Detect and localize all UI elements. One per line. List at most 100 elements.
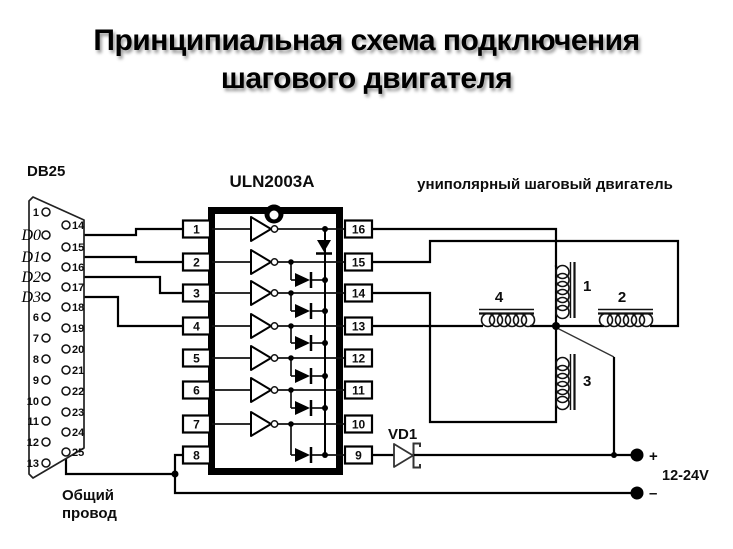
chip-pin-12: 12 (352, 352, 366, 366)
db25-pin22-circle (61, 386, 71, 396)
rail-dot (322, 405, 328, 411)
chip-pin-7: 7 (193, 418, 200, 432)
db25-pin25-circle (61, 447, 71, 457)
chip-label: ULN2003A (229, 172, 314, 191)
slide-title: Принципиальная схема подключения шаговог… (0, 22, 733, 98)
db25-pin-number: 8 (33, 354, 39, 366)
chip-pin-13: 13 (352, 320, 366, 334)
db25-pin-number: 17 (72, 282, 84, 294)
coil-1-label: 1 (583, 278, 591, 295)
db25-pin3-circle (41, 252, 51, 262)
wire-center-tap-diagonal (556, 327, 615, 358)
wire-d1 (50, 255, 183, 264)
chip-input-lines (212, 228, 251, 425)
chip-pin-4: 4 (193, 320, 200, 334)
diode-ch1 (317, 240, 331, 252)
data-line-label-d3: D3 (20, 289, 41, 306)
db25-pin4-circle (41, 272, 51, 282)
title-line-2: шагового двигателя (220, 62, 513, 95)
output-wires (372, 227, 680, 455)
stepper-motor: униполярный шаговый двигатель 4 2 (417, 176, 673, 411)
db25-pin5-circle (41, 292, 51, 302)
db25-pin-number: 10 (27, 396, 39, 408)
db25-pin-number: 23 (72, 407, 84, 419)
chip-pin-1: 1 (193, 223, 200, 237)
title-line-1: Принципиальная схема подключения (93, 24, 640, 57)
db25-pin18-circle (61, 302, 71, 312)
motor-coil-1: 1 (554, 262, 591, 326)
motor-label: униполярный шаговый двигатель (417, 176, 673, 193)
ground-label-line2: провод (62, 505, 117, 522)
motor-coil-2: 2 (598, 289, 654, 328)
chip-right-pin-boxes: 16 15 14 13 12 11 10 9 (343, 219, 374, 465)
vd1-diode (393, 442, 421, 469)
rail-dot (322, 452, 328, 458)
wire-out16-coil1 (372, 227, 558, 267)
db25-pin-number: 7 (33, 333, 39, 345)
plus-sign: + (649, 448, 658, 465)
rail-dot (322, 226, 328, 232)
chip-pin-11: 11 (352, 384, 365, 398)
vd1-label: VD1 (388, 426, 417, 443)
data-line-label-d2: D2 (20, 269, 41, 286)
uln2003a-chip: ULN2003A (181, 172, 374, 475)
chip-pin-15: 15 (352, 256, 366, 270)
db25-pin-number: 14 (72, 220, 85, 232)
chip-pin-5: 5 (193, 352, 200, 366)
center-tap-junction-dot (552, 322, 560, 330)
db25-connector: DB25 (20, 163, 117, 522)
wire-d2 (50, 275, 183, 295)
rail-dot (322, 340, 328, 346)
db25-pin-number: 11 (27, 416, 39, 428)
coil-3-label: 3 (583, 373, 591, 390)
voltage-label: 12-24V (662, 468, 709, 484)
plus-junction-dot (611, 452, 617, 458)
db25-pin20-circle (61, 344, 71, 354)
chip-pin-9: 9 (355, 449, 362, 463)
minus-sign: – (649, 485, 657, 502)
coil-4-label: 4 (495, 289, 504, 306)
db25-pin-number: 12 (27, 437, 39, 449)
chip-pin-8: 8 (193, 449, 200, 463)
chip-left-pin-boxes: 1 2 3 4 5 6 7 8 (181, 219, 212, 465)
db25-pin-number: 18 (72, 302, 84, 314)
flyback-diodes (288, 226, 345, 463)
db25-pin-number: 6 (33, 312, 39, 324)
db25-pin-number: 13 (27, 458, 39, 470)
db25-pin14-circle (61, 220, 71, 230)
data-line-label-d1: D1 (20, 249, 41, 266)
chip-notch-inner (269, 210, 279, 220)
diode-ch7 (288, 421, 345, 463)
rail-dot (322, 277, 328, 283)
coil-2-label: 2 (618, 289, 626, 306)
db25-pin16-circle (61, 262, 71, 272)
ground-label-line1: Общий (62, 487, 114, 504)
diode-ch3 (288, 290, 325, 319)
db25-pin8-circle (41, 354, 51, 364)
wire-out15-coil2 (372, 239, 680, 328)
db25-pin-number: 9 (33, 375, 39, 387)
db25-pin7-circle (41, 333, 51, 343)
minus-terminal (630, 486, 644, 500)
db25-pin-number: 1 (33, 207, 39, 219)
data-line-label-d0: D0 (20, 227, 41, 244)
db25-pin17-circle (61, 282, 71, 292)
rail-dot (322, 308, 328, 314)
db25-pin-number: 20 (72, 344, 84, 356)
db25-pin11-circle (41, 416, 51, 426)
chip-pin-6: 6 (193, 384, 200, 398)
db25-pin13-circle (41, 458, 51, 468)
db25-pin21-circle (61, 365, 71, 375)
wire-d0 (50, 227, 183, 237)
db25-pin19-circle (61, 323, 71, 333)
db25-pin1-circle (41, 207, 51, 217)
inverter-1 (250, 216, 345, 242)
db25-pin6-circle (41, 312, 51, 322)
db25-label: DB25 (27, 163, 65, 180)
db25-pin-number: 16 (72, 262, 84, 274)
db25-pin9-circle (41, 375, 51, 385)
db25-pin-number: 21 (72, 365, 84, 377)
diode-ch6 (288, 387, 325, 416)
